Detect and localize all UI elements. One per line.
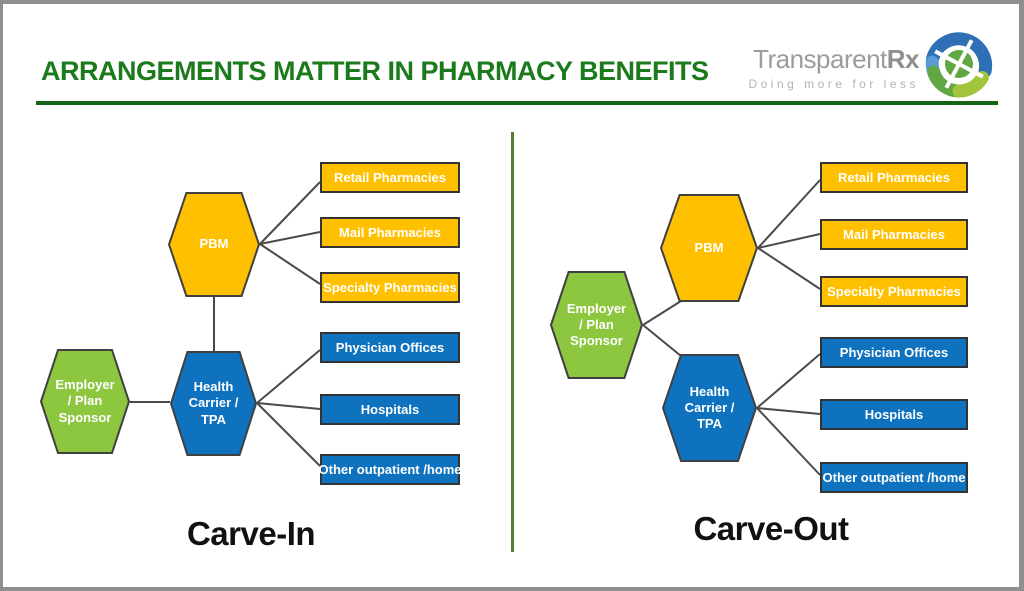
logo: TransparentRx Doing more for less — [748, 22, 999, 102]
employer-label: Employer / Plan Sponsor — [40, 349, 130, 454]
title-underline — [36, 101, 998, 105]
carve-out-specialty-pharmacies-box: Specialty Pharmacies — [820, 276, 968, 307]
carrier-line2: Carrier / — [684, 399, 735, 415]
employer-line2: / Plan — [579, 316, 614, 332]
carve-out-carrier-hexagon: Health Carrier / TPA — [662, 354, 757, 462]
carrier-label: Health Carrier / TPA — [662, 354, 757, 462]
employer-line1: Employer — [566, 300, 627, 316]
carve-out-retail-pharmacies-box: Retail Pharmacies — [820, 162, 968, 193]
carve-in-hospitals-box: Hospitals — [320, 394, 460, 425]
carrier-line2: Carrier / — [188, 395, 239, 411]
employer-line2: / Plan — [67, 393, 103, 409]
carve-out-mail-pharmacies-box: Mail Pharmacies — [820, 219, 968, 250]
section-divider — [511, 132, 514, 552]
employer-line3: Sponsor — [570, 333, 623, 349]
carve-in-pbm-hexagon: PBM — [168, 192, 260, 297]
pbm-label: PBM — [694, 239, 724, 255]
carve-out-caption: Carve-Out — [693, 510, 849, 547]
carrier-line1: Health — [689, 383, 730, 399]
employer-line1: Employer — [55, 377, 115, 393]
carrier-line3: TPA — [200, 411, 227, 427]
brand-tagline: Doing more for less — [748, 77, 919, 91]
carve-in-mail-pharmacies-box: Mail Pharmacies — [320, 217, 460, 248]
carve-in-specialty-pharmacies-box: Specialty Pharmacies — [320, 272, 460, 303]
employer-line3: Sponsor — [58, 409, 112, 425]
connector-lines — [130, 179, 821, 476]
carrier-label: Health Carrier / TPA — [170, 351, 257, 456]
employer-label: Employer / Plan Sponsor — [550, 271, 643, 379]
carve-in-retail-pharmacies-box: Retail Pharmacies — [320, 162, 460, 193]
carve-in-physician-offices-box: Physician Offices — [320, 332, 460, 363]
carve-out-employer-hexagon: Employer / Plan Sponsor — [550, 271, 643, 379]
brand-suffix: Rx — [886, 44, 920, 74]
brand-name: TransparentRx — [748, 44, 919, 75]
carve-out-physician-offices-box: Physician Offices — [820, 337, 968, 368]
pbm-label: PBM — [199, 236, 229, 252]
logo-text: TransparentRx Doing more for less — [748, 44, 919, 91]
carve-out-pbm-hexagon: PBM — [660, 194, 758, 302]
carve-in-carrier-hexagon: Health Carrier / TPA — [170, 351, 257, 456]
brand-main: Transparent — [753, 44, 887, 74]
carrier-line1: Health — [193, 379, 234, 395]
carve-in-employer-hexagon: Employer / Plan Sponsor — [40, 349, 130, 454]
carve-out-hospitals-box: Hospitals — [820, 399, 968, 430]
carve-out-other-outpatient-box: Other outpatient /home — [820, 462, 968, 493]
carve-in-other-outpatient-box: Other outpatient /home — [319, 454, 462, 485]
transparentrx-swirl-icon — [925, 32, 993, 98]
carve-in-caption: Carve-In — [186, 515, 316, 552]
carrier-line3: TPA — [696, 416, 723, 432]
page-title: ARRANGEMENTS MATTER IN PHARMACY BENEFITS — [41, 56, 709, 86]
